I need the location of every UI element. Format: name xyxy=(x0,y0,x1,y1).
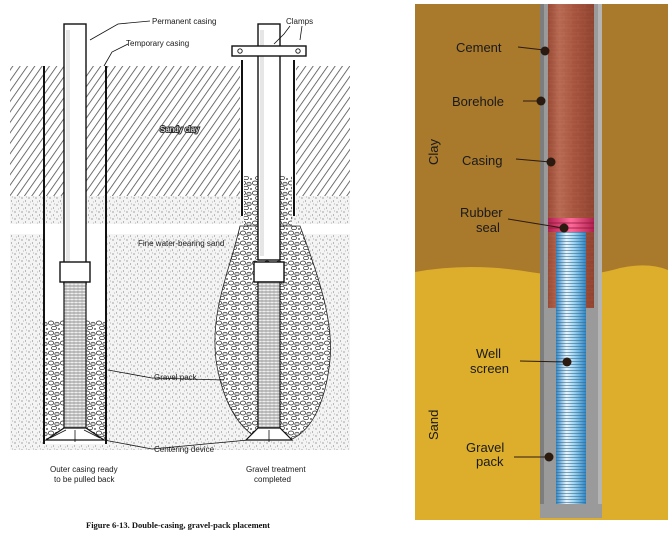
pointer-dots xyxy=(536,46,572,462)
casing-coupling-right xyxy=(253,261,285,283)
label-clamps: Clamps xyxy=(286,17,313,26)
layer-label-clay: Clay xyxy=(426,138,441,165)
left-figure: Permanent casing Temporary casing Clamps… xyxy=(10,17,350,530)
label-borehole: Borehole xyxy=(452,94,504,109)
caption-outer-1: Outer casing ready xyxy=(50,465,118,474)
label-temporary-casing: Temporary casing xyxy=(126,39,189,48)
leader-lines xyxy=(89,20,303,450)
label-centering-device: Centering device xyxy=(154,445,215,454)
caption-treatment-1: Gravel treatment xyxy=(246,465,306,474)
caption-treatment-2: completed xyxy=(254,475,291,484)
rubber-seal xyxy=(548,218,594,232)
label-permanent-casing: Permanent casing xyxy=(152,17,216,26)
transition-layer xyxy=(10,196,350,224)
label-gravel-pack: Gravel pack xyxy=(154,373,198,382)
clamp xyxy=(231,45,307,57)
right-figure: Cement Borehole Casing Rubber seal Well … xyxy=(415,4,668,520)
label-rubber-seal-1: Rubber xyxy=(460,205,503,220)
well-completed xyxy=(214,23,331,442)
label-gravel-pack-1: Gravel xyxy=(466,440,504,455)
casing-coupling xyxy=(59,261,91,283)
well-screen-left2 xyxy=(257,281,281,429)
label-gravel-pack-2: pack xyxy=(476,454,504,469)
label-fine-sand: Fine water-bearing sand xyxy=(138,239,224,248)
label-rubber-seal-2: seal xyxy=(476,220,500,235)
label-casing: Casing xyxy=(462,153,502,168)
layer-label-sand: Sand xyxy=(426,410,441,440)
label-well-screen-2: screen xyxy=(470,361,509,376)
well-outer-casing xyxy=(43,23,107,444)
right-pointers xyxy=(507,46,567,458)
sandy-clay-layer xyxy=(10,66,350,206)
figure-caption: Figure 6-13. Double-casing, gravel-pack … xyxy=(86,520,270,530)
label-cement: Cement xyxy=(456,40,502,55)
label-well-screen-1: Well xyxy=(476,346,501,361)
label-sandy-clay: Sandy clay xyxy=(160,125,199,134)
well-screen-left xyxy=(63,281,87,429)
caption-outer-2: to be pulled back xyxy=(54,475,115,484)
